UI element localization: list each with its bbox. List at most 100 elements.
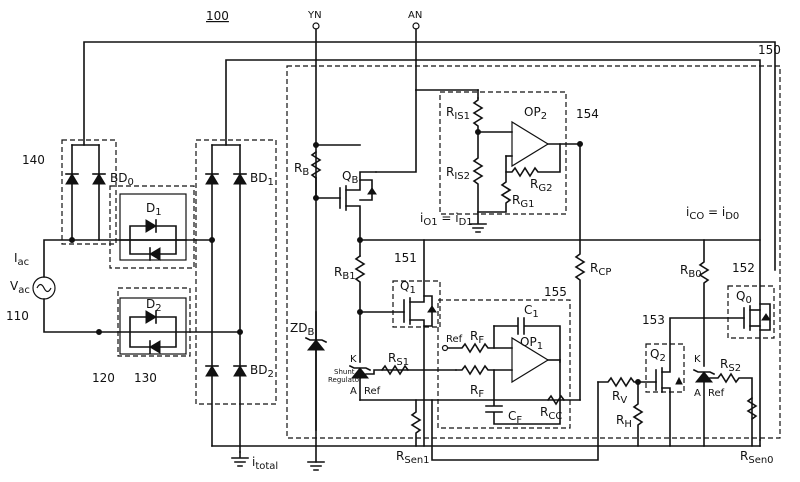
rf-top-resistor — [447, 342, 513, 354]
rb-resistor — [310, 150, 322, 180]
rf-bot-resistor — [455, 364, 513, 376]
shunt1-ref — [365, 369, 457, 375]
q1-source — [409, 319, 425, 447]
bd1-diode-1 — [205, 173, 219, 185]
q0-label: Q0 — [736, 289, 752, 306]
shunt1-bar — [348, 364, 372, 372]
qb-source — [345, 205, 361, 241]
bd1-diode-2 — [233, 173, 247, 185]
d1-label: D1 — [146, 201, 162, 218]
rsen0-resistor — [746, 396, 758, 421]
qb-label: QB — [342, 169, 358, 186]
yn-label: YN — [307, 10, 322, 21]
an-label: AN — [408, 10, 422, 21]
junction — [313, 142, 319, 148]
junction — [577, 141, 583, 147]
rv-left — [431, 381, 599, 461]
rb0-resistor — [698, 239, 710, 319]
junction — [635, 379, 641, 385]
junction — [69, 237, 75, 243]
a1-label: A — [350, 386, 357, 397]
iac-label: Iac — [14, 251, 29, 268]
rcc-resistor — [546, 394, 566, 406]
op1-triangle — [511, 336, 550, 384]
rg2-resistor — [505, 143, 561, 178]
rs1-resistor — [380, 364, 410, 376]
block-153-label: 153 — [642, 313, 665, 327]
q1-label: Q1 — [400, 279, 416, 296]
bd2-diode-2 — [233, 365, 247, 377]
block-130-label: 130 — [134, 371, 157, 385]
q0-body — [759, 303, 771, 331]
zdb-diode — [306, 339, 326, 351]
rcc-label: RCC — [540, 405, 562, 422]
junction — [313, 195, 319, 201]
ref-input-label: Ref — [446, 334, 463, 345]
zdb-label: ZDB — [290, 321, 314, 338]
rcp-label: RCP — [590, 261, 611, 278]
rail-top-2 — [225, 59, 761, 441]
q1-body-diode — [423, 295, 433, 327]
rg1-label: RG1 — [512, 193, 534, 210]
junction — [96, 329, 102, 335]
ref-input — [441, 344, 449, 352]
rb0-label: RB0 — [680, 263, 702, 280]
block-150-label: 150 — [758, 43, 781, 57]
rb1-label: RB1 — [334, 265, 356, 282]
shunt-label-2: Regulator — [328, 376, 362, 384]
rsen1-resistor — [410, 399, 422, 447]
block-150-outline — [286, 65, 781, 439]
ac-source-wave — [36, 283, 52, 293]
rg1-resistor — [477, 171, 512, 213]
ref2-label: Ref — [708, 388, 725, 399]
op2-triangle — [511, 120, 550, 168]
block-155-label: 155 — [544, 285, 567, 299]
q2-source — [661, 387, 671, 447]
rv-resistor — [597, 376, 657, 388]
shunt2-diode — [694, 371, 714, 383]
bd2-label: BD2 — [250, 363, 274, 380]
rcp-resistor — [574, 143, 586, 401]
d2-path — [129, 316, 177, 348]
op1-label: OP1 — [520, 335, 543, 352]
itotal-label: itotal — [252, 455, 278, 472]
block-140-label: 140 — [22, 153, 45, 167]
ris1-label: RIS1 — [446, 105, 470, 122]
bd2-diode-1 — [205, 365, 219, 377]
c1-cap — [493, 317, 561, 363]
ref1-label: Ref — [364, 386, 381, 397]
ris2-label: RIS2 — [446, 165, 470, 182]
ground-yn — [307, 461, 325, 471]
rail-top-1 — [83, 41, 776, 271]
q1-drain — [409, 239, 425, 303]
io0-label: iCO = iD0 — [686, 205, 739, 222]
rsen1-label: RSen1 — [396, 449, 430, 466]
d2-label: D2 — [146, 297, 162, 314]
bd1-label: BD1 — [250, 171, 274, 188]
rv-label: RV — [612, 389, 627, 406]
block-151-outline — [392, 280, 441, 328]
an-terminal[interactable] — [412, 22, 420, 30]
rg2-label: RG2 — [530, 177, 552, 194]
c1-label: C1 — [524, 303, 539, 320]
ac-bottom-wire — [43, 298, 241, 333]
154-ground — [469, 211, 487, 233]
yn-terminal[interactable] — [312, 22, 320, 30]
op2-label: OP2 — [524, 105, 547, 122]
d1-box — [119, 193, 187, 261]
block-152-outline — [727, 285, 775, 339]
block-130-outline — [117, 287, 191, 357]
rb-label: RB — [294, 161, 309, 178]
io1-label: iO1 = iD1 — [420, 211, 473, 228]
block-154-label: 154 — [576, 107, 599, 121]
rb1-resistor — [354, 254, 366, 313]
block-140-outline — [61, 139, 117, 245]
cf-label: CF — [508, 409, 522, 426]
rh-label: RH — [616, 413, 632, 430]
rs2-resistor — [709, 372, 753, 447]
bridge140-diode-1 — [65, 173, 79, 185]
qb-drain — [345, 171, 377, 191]
block-154-outline — [439, 91, 567, 215]
q2-drain — [661, 317, 745, 373]
